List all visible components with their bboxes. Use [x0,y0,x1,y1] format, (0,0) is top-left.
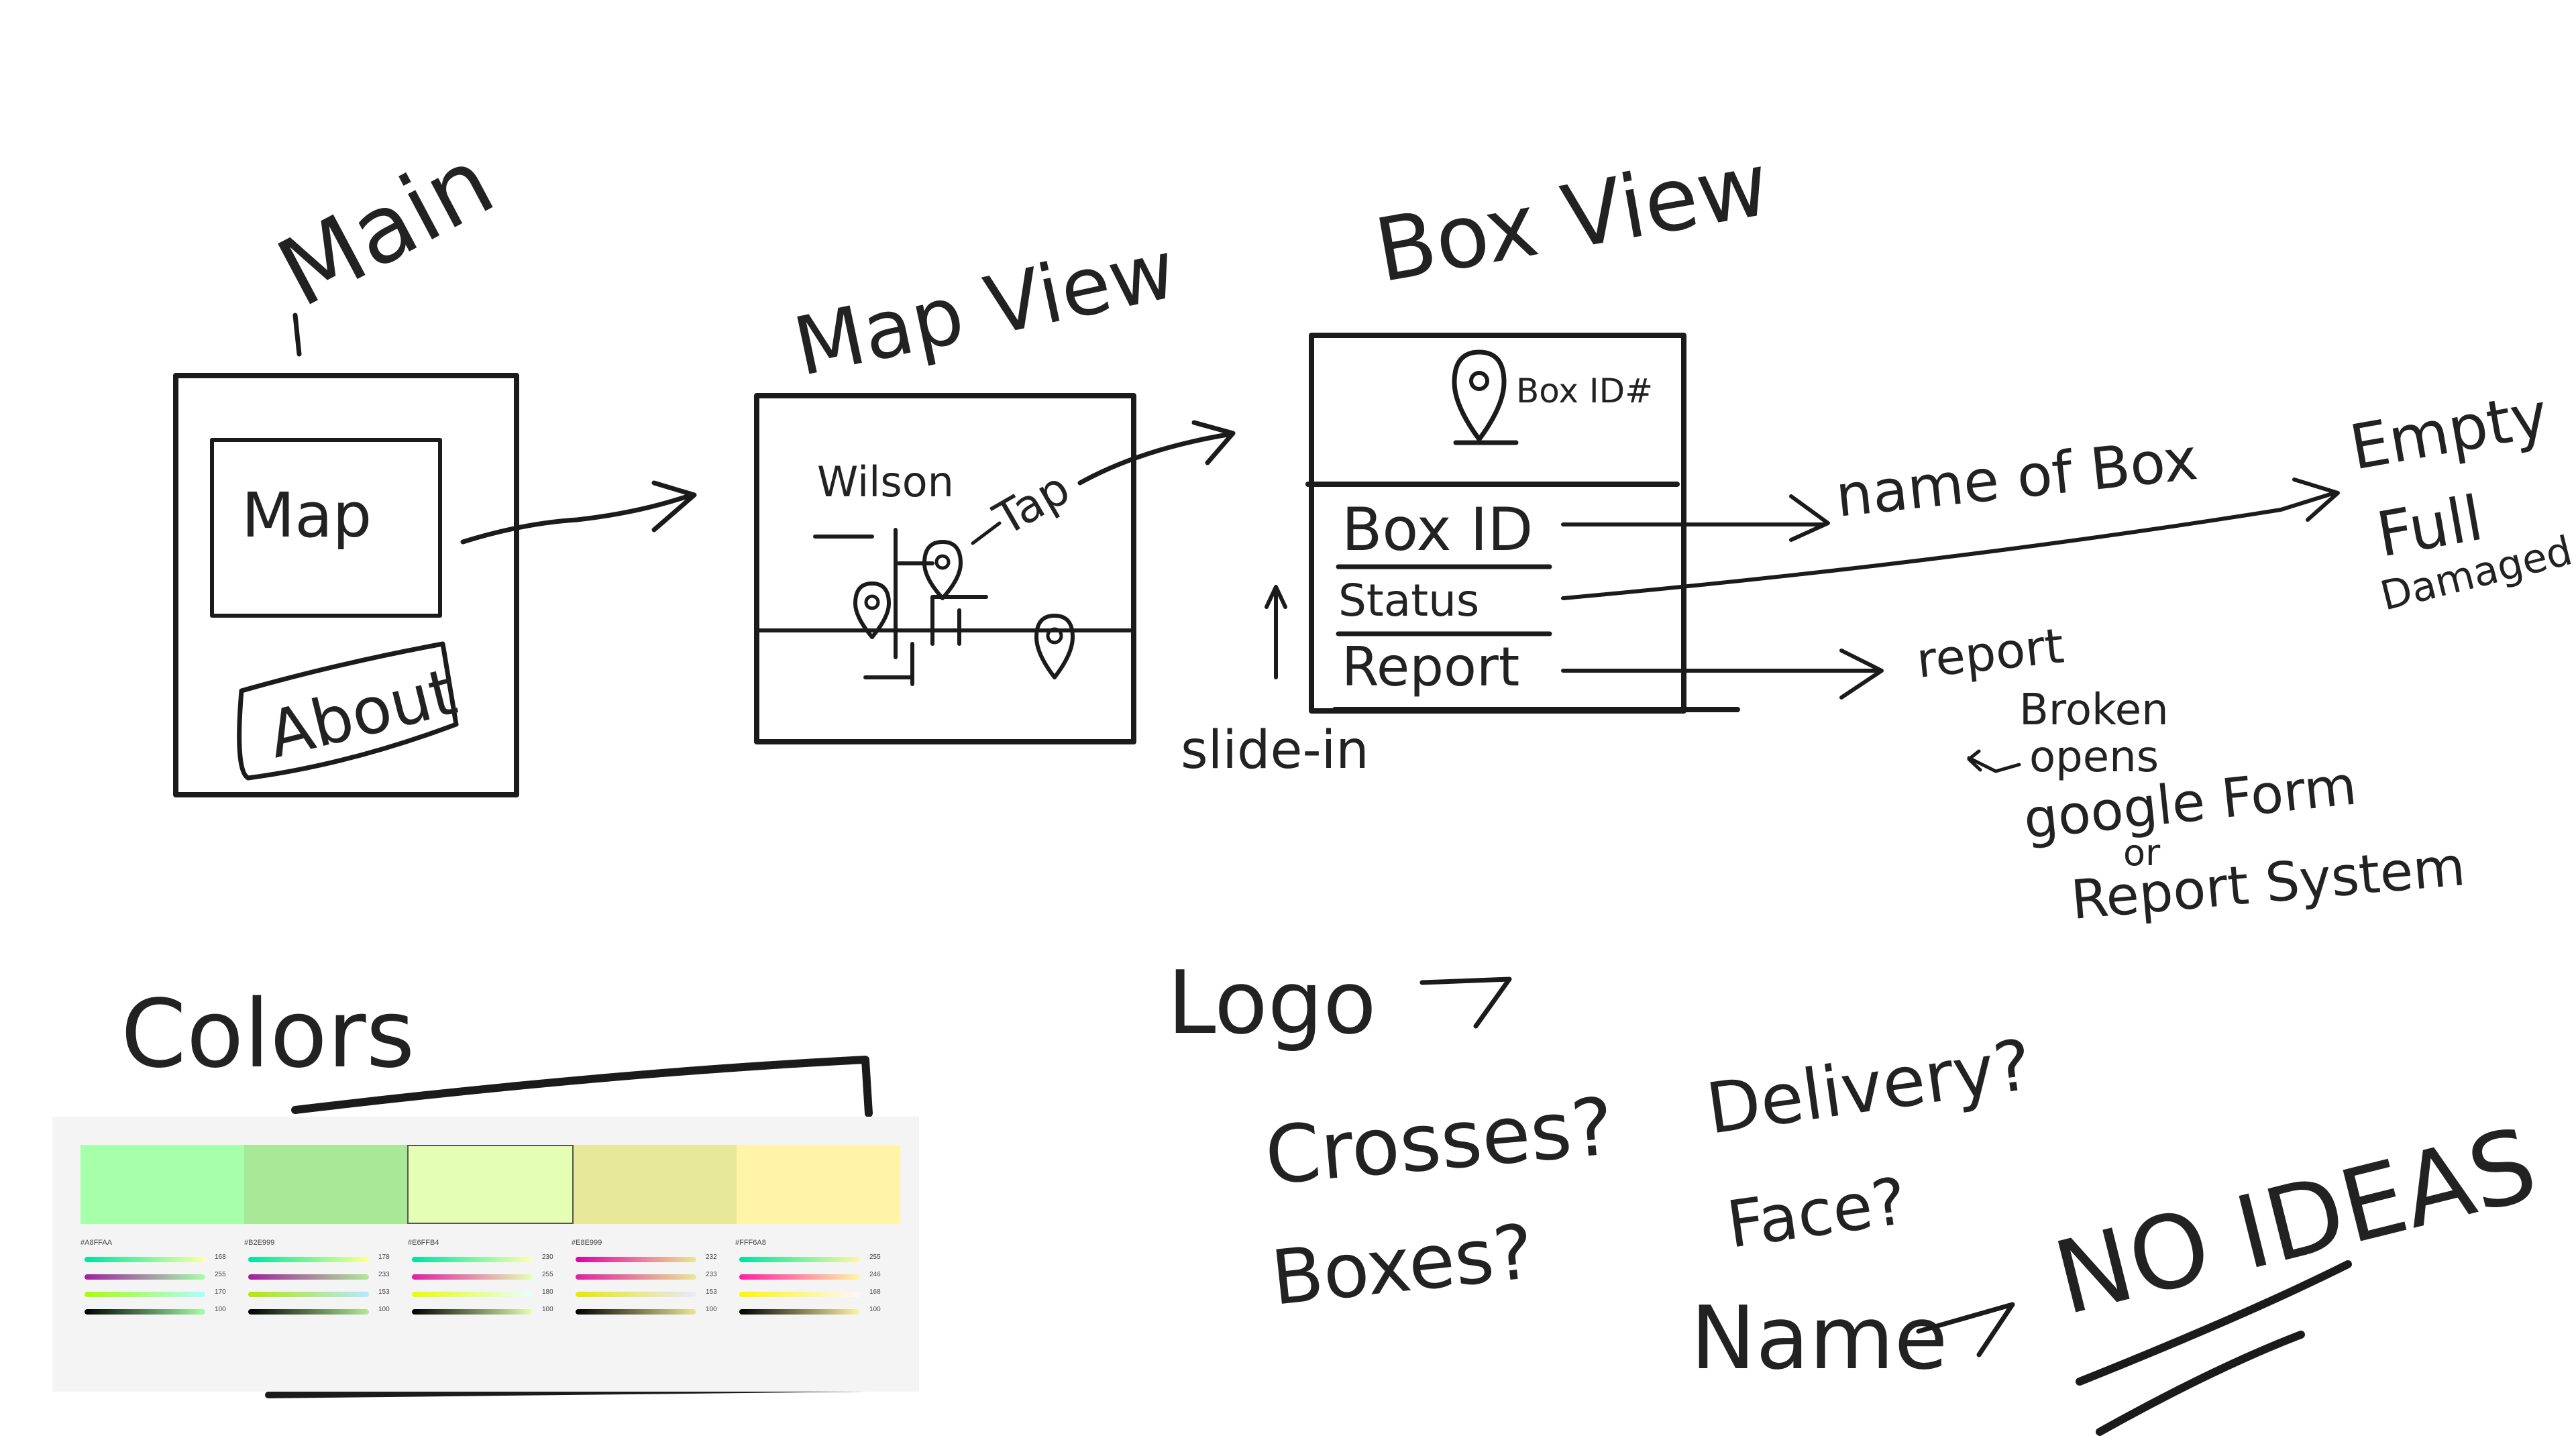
color-hex-label: #FFF6A8 [735,1239,766,1247]
color-hex-label: #E8E999 [572,1239,602,1247]
logo-name-label: Name [1690,1287,1948,1389]
channel-value: 246 [869,1271,881,1278]
map-placeholder-box [210,438,442,618]
box-id-arrow [1561,494,1830,542]
no-ideas-text: NO IDEAS [2044,1106,2548,1338]
slide-in-arrow [1265,585,1287,679]
box-view-group: Box View Box ID# Box ID Status Report sl… [1181,133,2576,932]
box-pin-icon [1452,349,1519,445]
channel-value: 180 [542,1288,553,1296]
channel-value: 232 [706,1253,717,1261]
channel-value: 255 [215,1271,226,1278]
channel-value: 255 [869,1253,881,1261]
main-screen-frame [173,373,519,797]
map-pin-icon [1034,614,1075,679]
channel-value: 100 [869,1306,881,1313]
color-channel-column: #FFF6A8 255 246 168 100 [735,1239,883,1321]
colors-title: Colors [121,980,415,1089]
main-to-map-arrow [460,480,697,545]
report-annotation-line-1: report [1914,617,2066,689]
color-swatch-4[interactable] [573,1145,737,1224]
report-annotation-line-3: opens [2029,732,2159,782]
color-hex-label: #E6FFB4 [408,1239,439,1247]
channel-value: 100 [215,1306,226,1313]
status-option-empty: Empty [2345,379,2553,484]
map-to-box-arrow [1077,420,1236,486]
channel-value: 100 [378,1306,390,1313]
channel-value: 233 [378,1271,390,1278]
slide-in-note: slide-in [1181,720,1369,781]
box-row-status: Status [1338,575,1479,626]
color-hex-label: #B2E999 [244,1239,275,1247]
box-row-report: Report [1342,636,1519,698]
map-placeholder-label: Map [241,480,372,551]
report-annotation-line-2: Broken [2019,685,2169,735]
box-header-note: Box ID# [1516,372,1653,410]
report-annotation-line-5: or [2123,832,2161,874]
logo-group: Logo Crosses? Boxes? Delivery? Face? Nam… [1167,952,2548,1436]
channel-value: 100 [542,1306,553,1313]
channel-value: 233 [706,1271,717,1278]
box-row-box-id: Box ID [1342,495,1533,564]
logo-idea-crosses: Crosses? [1261,1080,1617,1203]
box-id-annotation: name of Box [1833,426,2201,531]
map-pin-icon [853,581,891,639]
logo-idea-face: Face? [1723,1164,1911,1263]
color-channel-column: #E8E999 232 233 153 100 [572,1239,719,1321]
map-view-title: Map View [786,223,1183,395]
color-channel-column: #B2E999 178 233 153 100 [244,1239,392,1321]
color-swatch-row [80,1145,900,1224]
color-swatch-1[interactable] [80,1145,244,1224]
color-palette-panel: #A8FFAA 168 255 170 100 #B2E999 178 233 … [52,1117,919,1392]
status-arrow [1561,478,2340,600]
color-channel-column: #E6FFB4 230 255 180 100 [408,1239,555,1321]
map-view-frame [754,393,1136,744]
color-swatch-5[interactable] [737,1145,900,1224]
report-arrow [1561,649,1884,700]
logo-idea-delivery: Delivery? [1702,1023,2037,1150]
map-pin-icon [922,540,963,600]
logo-title: Logo [1167,952,1377,1054]
channel-value: 170 [215,1288,226,1296]
channel-value: 178 [378,1253,390,1261]
color-swatch-2[interactable] [244,1145,408,1224]
logo-idea-boxes: Boxes? [1267,1209,1538,1323]
map-view-group: Map View Wilson Tap [754,223,1236,744]
color-hex-label: #A8FFAA [80,1239,113,1247]
main-screen-title: Main [261,127,511,329]
color-channel-column: #A8FFAA 168 255 170 100 [80,1239,228,1321]
colors-group: Colors [121,980,873,1398]
channel-value: 153 [706,1288,717,1296]
channel-value: 168 [869,1288,881,1296]
channel-value: 230 [542,1253,553,1261]
map-streets [755,528,1136,686]
color-swatch-3[interactable] [407,1145,574,1224]
tap-note: Tap [985,462,1079,547]
main-screen-group: Main Map About [173,127,697,797]
channel-value: 168 [215,1253,226,1261]
box-view-title: Box View [1368,133,1776,302]
about-button-outline [237,641,459,781]
channel-value: 100 [706,1306,717,1313]
channel-value: 255 [542,1271,553,1278]
channel-value: 153 [378,1288,390,1296]
map-place-label: Wilson [817,457,954,506]
